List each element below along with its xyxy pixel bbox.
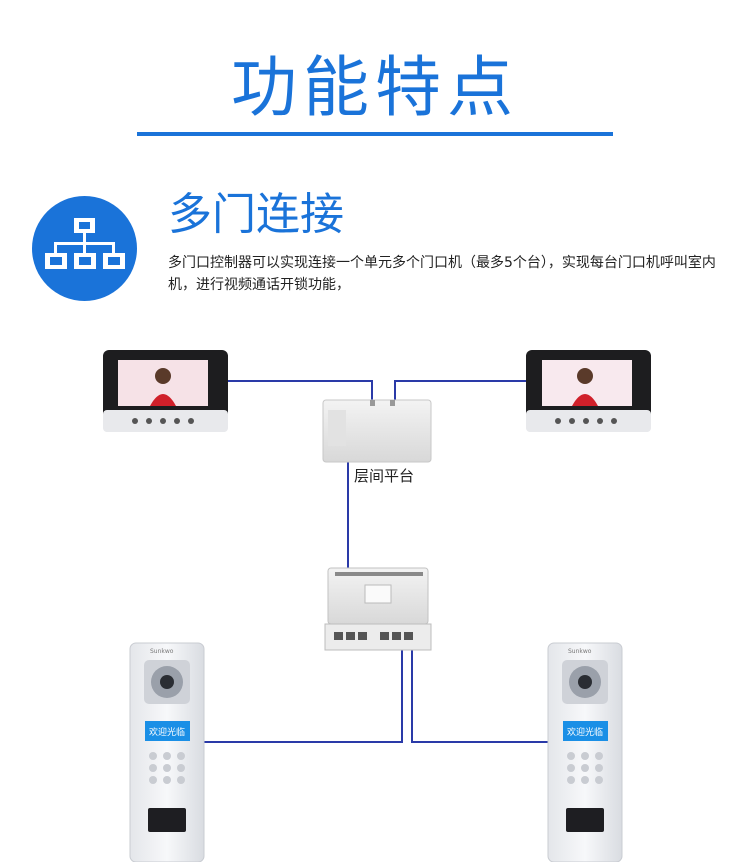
wiring <box>204 380 548 743</box>
hub-label: 层间平台 <box>354 467 415 485</box>
outdoor-panel-right <box>547 642 623 862</box>
outdoor-panel-right-screen-text: 欢迎光临 <box>567 726 603 738</box>
door-controller-device <box>324 567 432 651</box>
feature-title: 多门连接 <box>168 189 344 240</box>
network-topology-icon <box>32 196 137 301</box>
title-underline <box>137 132 613 136</box>
indoor-monitor-right <box>526 350 651 432</box>
indoor-monitor-left <box>103 350 228 432</box>
outdoor-panel-right-brand: Sunkwo <box>568 648 592 655</box>
outdoor-panel-left-brand: Sunkwo <box>150 648 174 655</box>
outdoor-panel-left <box>129 642 205 862</box>
page-title: 功能特点 <box>231 49 519 126</box>
connection-diagram: 欢迎光临 欢迎光临 Sunkwo Sunkwo <box>103 350 651 862</box>
outdoor-panel-left-screen-text: 欢迎光临 <box>149 726 185 738</box>
feature-description: 多门口控制器可以实现连接一个单元多个门口机（最多5个台），实现每台门口机呼叫室内… <box>168 255 716 293</box>
floor-hub-device <box>322 399 432 463</box>
